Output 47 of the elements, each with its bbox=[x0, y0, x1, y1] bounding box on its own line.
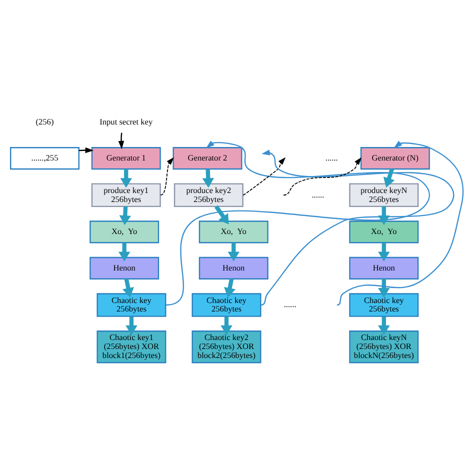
node-box: Chaotic key2 (256bytes) XOR block2(256bytes) bbox=[192, 330, 262, 364]
arrow bbox=[378, 206, 390, 226]
node-box: Chaotic keyN (256bytes) XOR blockN(256bytes) bbox=[349, 330, 419, 364]
arrow bbox=[126, 316, 138, 336]
node-text: Input secret key bbox=[100, 117, 153, 126]
node-box: produce keyN 256bytes bbox=[349, 183, 419, 207]
arrow bbox=[214, 205, 229, 224]
arrow bbox=[228, 242, 240, 262]
arrow bbox=[378, 242, 390, 262]
label: ...... bbox=[312, 190, 324, 200]
node-box: Chaotic key 256bytes bbox=[96, 293, 166, 317]
arrow bbox=[283, 157, 362, 196]
node-box: produce key1 256bytes bbox=[91, 183, 161, 207]
label: (256) bbox=[36, 117, 54, 126]
arrow bbox=[260, 150, 454, 306]
node-box: ......,255 bbox=[10, 147, 80, 170]
node-box: Generator (N) bbox=[360, 147, 430, 170]
node-box: Henon bbox=[90, 256, 160, 280]
node-box: Xo, Yo bbox=[90, 220, 160, 244]
node-box: Chaotic key1 (256bytes) XOR block1(256bytes) bbox=[96, 330, 166, 364]
node-box: Chaotic key 256bytes bbox=[349, 293, 419, 317]
arrow bbox=[78, 147, 94, 154]
node-box: Generator 2 bbox=[172, 147, 242, 170]
arrow bbox=[118, 242, 130, 262]
node-box: Xo, Yo bbox=[349, 220, 419, 244]
label: ...... bbox=[284, 300, 296, 310]
arrow bbox=[242, 157, 286, 196]
arrow bbox=[119, 206, 132, 226]
arrow bbox=[120, 169, 132, 188]
node-box: Henon bbox=[349, 256, 419, 280]
node-box: Generator 1 bbox=[91, 147, 161, 170]
arrow bbox=[378, 316, 390, 336]
node-box: produce key2 256bytes bbox=[174, 183, 244, 207]
arrow bbox=[160, 157, 174, 196]
arrow bbox=[336, 140, 464, 306]
arrow bbox=[202, 168, 214, 188]
arrow bbox=[224, 278, 236, 298]
arrow bbox=[220, 316, 232, 336]
arrow bbox=[166, 140, 430, 306]
node-box: Chaotic key 256bytes bbox=[192, 293, 262, 317]
arrow bbox=[383, 168, 395, 188]
node-box: Xo, Yo bbox=[198, 220, 268, 244]
label: ...... bbox=[325, 153, 338, 162]
arrow bbox=[122, 278, 134, 298]
node-box: Henon bbox=[198, 256, 268, 280]
arrow bbox=[378, 278, 390, 298]
arrow bbox=[118, 132, 124, 150]
